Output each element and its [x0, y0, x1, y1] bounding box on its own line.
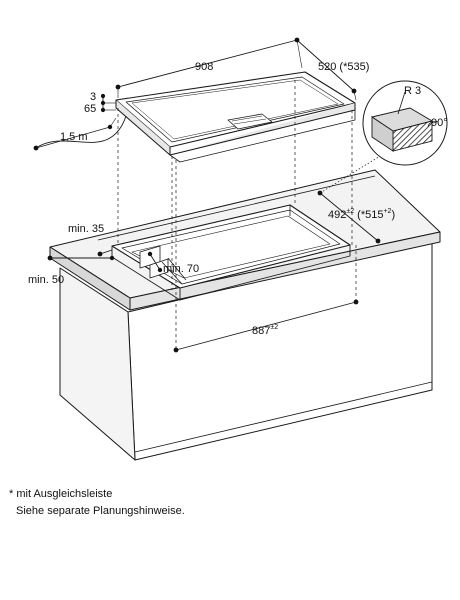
footnote-compensation-strip: * mit Ausgleichsleiste	[9, 488, 113, 500]
label-cutout-width: 887±2	[252, 324, 278, 337]
dim-line-depth	[296, 39, 355, 92]
label-angle: 90°	[431, 117, 448, 129]
label-radius: R 3	[404, 85, 421, 97]
label-min-back: min. 70	[163, 263, 199, 275]
projection-lines	[117, 80, 391, 350]
dim-line-cutout-width	[175, 301, 357, 351]
label-depth-hob: 520 (*535)	[318, 61, 369, 73]
detail-block-side	[371, 116, 394, 152]
footnote-planning-notes: Siehe separate Planungshinweise.	[16, 505, 185, 517]
label-cutout-depth: 492±2 (*515+2)	[328, 208, 395, 221]
countertop-left-edge	[49, 246, 131, 311]
label-min-front: min. 35	[68, 223, 104, 235]
dimension-lines	[35, 39, 379, 351]
label-width-hob: 908	[195, 61, 213, 73]
edge-detail	[362, 80, 448, 166]
hob	[115, 71, 356, 163]
dimension-dots	[33, 37, 381, 353]
power-cable	[35, 115, 127, 149]
label-cable: 1,5 m	[60, 131, 88, 143]
dim-line-width	[117, 39, 298, 88]
label-thickness: 3	[90, 91, 96, 103]
dim-line-cutout-depth	[319, 192, 379, 242]
label-height-hob: 65	[84, 103, 96, 115]
label-min-side: min. 50	[28, 274, 64, 286]
cabinet-left-side	[59, 267, 136, 461]
